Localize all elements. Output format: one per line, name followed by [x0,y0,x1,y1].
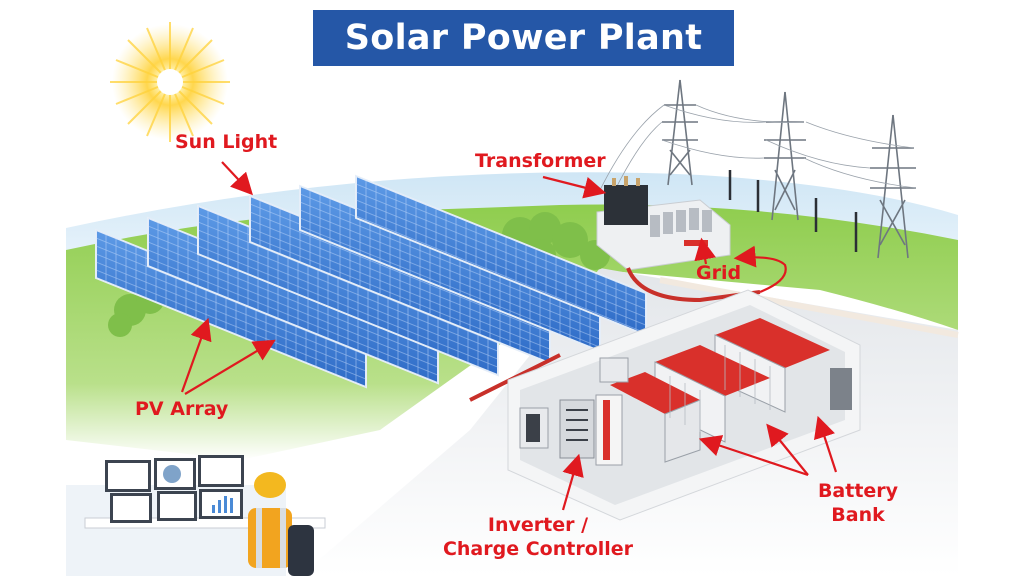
label-sun-light: Sun Light [175,131,278,153]
hard-hat [254,472,286,498]
label-battery-bank: Battery Bank [808,480,908,528]
battery-arrow-3 [814,415,838,473]
annotation-arrows [180,161,838,511]
power-tower-icon [599,79,917,259]
grid-arrow-1 [694,237,716,265]
pv-arrow-2 [184,339,276,395]
battery-arrow-2 [766,423,809,476]
label-inverter-line2: Charge Controller [442,537,634,560]
page-title: Solar Power Plant [313,10,734,66]
grid-arrow-2 [733,245,787,294]
grid-connection-marker [684,240,708,246]
inverter-arrow [561,453,584,511]
operator-monitor-icon [66,455,326,576]
solar-panel-icon [95,174,647,389]
transformer-arrow [542,175,607,199]
door [830,368,852,410]
label-battery-bank-line1: Battery [817,480,899,502]
label-transformer: Transformer [475,150,606,172]
label-grid: Grid [696,262,742,284]
inverter-icon [519,357,629,466]
battery-arrow-1 [698,435,809,477]
label-inverter-line1: Inverter / [487,514,589,536]
sun-light-arrow [221,161,254,196]
battery-icon [610,318,830,463]
label-pv-array: PV Array [135,398,229,420]
label-battery-bank-line2: Bank [831,503,885,526]
pv-arrow-1 [180,317,212,393]
label-inverter-charge-controller: Inverter / Charge Controller [428,514,648,562]
sun-icon [110,22,230,142]
